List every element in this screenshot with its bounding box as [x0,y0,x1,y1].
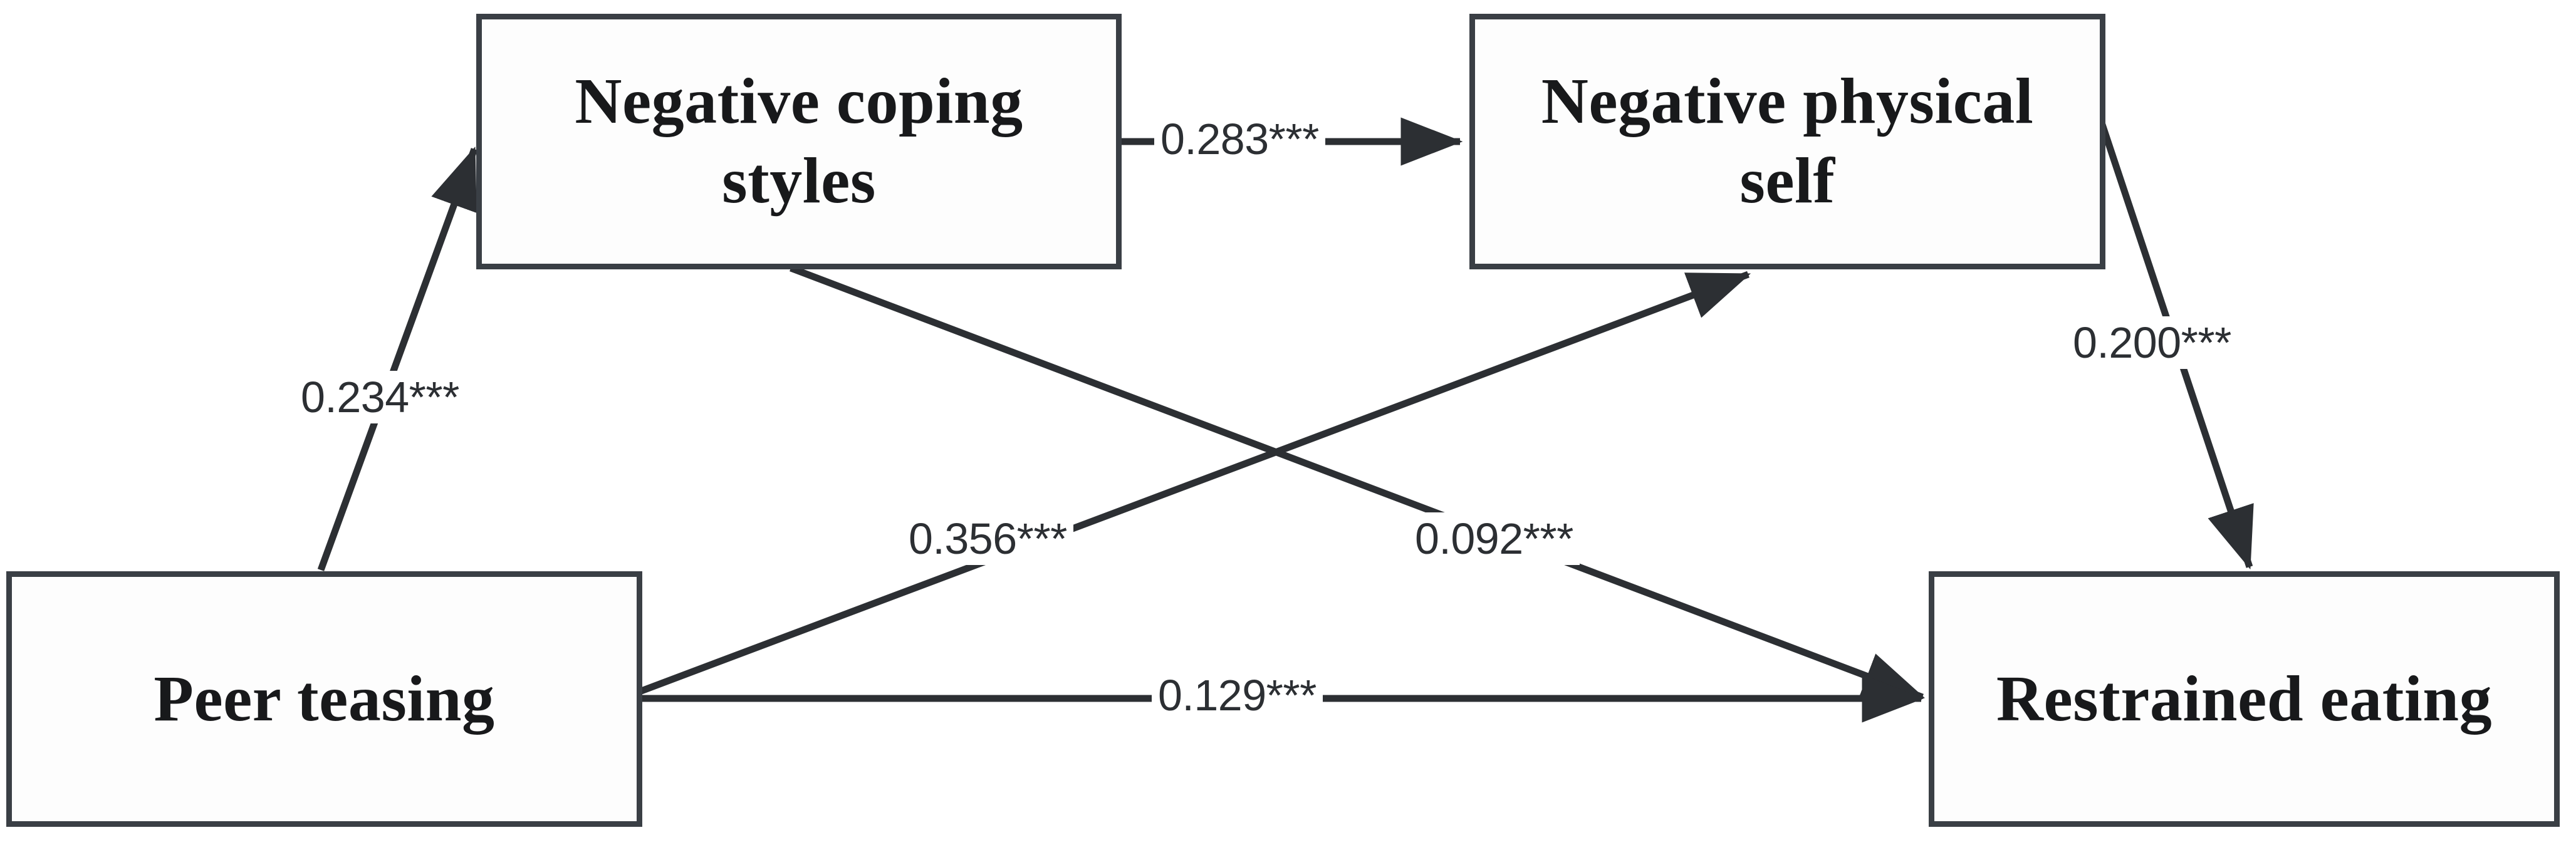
node-label-negative-coping-styles: Negative coping styles [575,65,1023,217]
edge-line-negative-coping-styles-to-restrained-eating [790,264,1926,701]
node-label-restrained-eating: Restrained eating [1996,662,2493,735]
node-negative-coping-styles[interactable]: Negative coping styles [476,14,1122,269]
node-restrained-eating[interactable]: Restrained eating [1929,571,2560,827]
edge-label-peer-teasing-to-restrained-eating: 0.129*** [1152,669,1323,722]
node-negative-physical-self[interactable]: Negative physical self [1469,14,2105,269]
node-peer-teasing[interactable]: Peer teasing [6,571,642,827]
edge-line-peer-teasing-to-negative-physical-self [623,271,1751,701]
edge-line-peer-teasing-to-negative-coping-styles [317,146,478,571]
node-label-peer-teasing: Peer teasing [154,662,495,735]
edge-label-peer-teasing-to-negative-coping-styles: 0.234*** [295,371,466,423]
edge-label-peer-teasing-to-negative-physical-self: 0.356*** [902,512,1073,565]
edge-label-negative-coping-styles-to-negative-physical-self: 0.283*** [1154,113,1325,165]
edge-label-negative-physical-self-to-restrained-eating: 0.200*** [2067,316,2238,369]
edge-label-negative-coping-styles-to-restrained-eating: 0.092*** [1409,512,1580,565]
node-label-negative-physical-self: Negative physical self [1541,65,2034,217]
